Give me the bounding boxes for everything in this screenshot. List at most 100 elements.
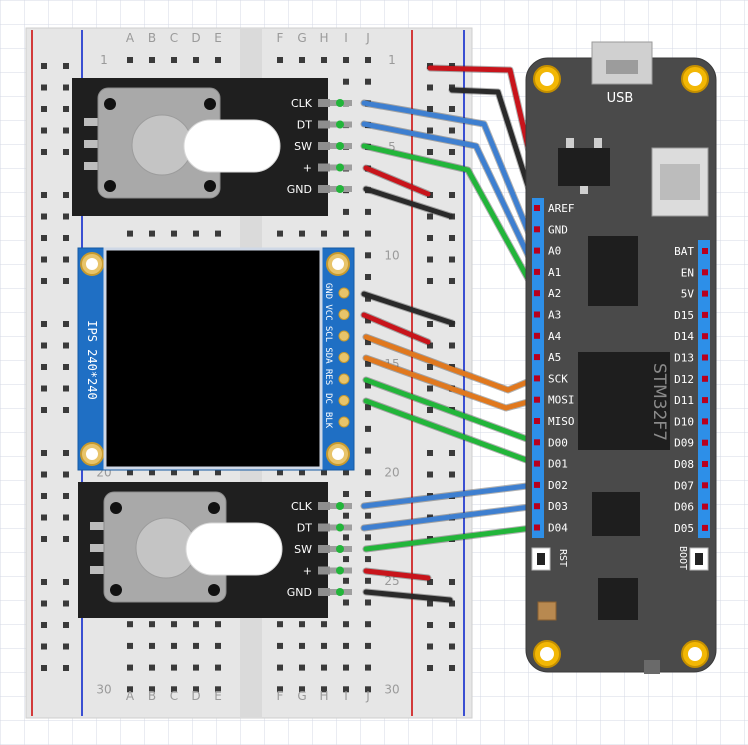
display-label: IPS 240*240: [85, 320, 99, 399]
breadboard-hole: [343, 556, 349, 563]
breadboard-hole: [299, 686, 305, 693]
breadboard-hole: [365, 317, 371, 324]
breadboard-hole: [215, 621, 221, 628]
column-letter: E: [214, 689, 222, 703]
rail-hole: [449, 256, 455, 263]
encoder-top-knob-shaft: [183, 119, 281, 173]
rail-hole: [63, 235, 69, 241]
board-pin-label: D12: [674, 373, 694, 386]
encoder-top-lead: [84, 162, 98, 170]
rail-hole: [427, 471, 433, 478]
breadboard-hole: [365, 230, 371, 237]
breadboard-hole: [171, 621, 177, 628]
breadboard-connection-dot: [336, 502, 344, 510]
display-pin-label: VCC: [323, 304, 333, 320]
board-pin-label: A1: [548, 266, 561, 279]
breadboard-hole: [365, 621, 371, 628]
board-pin: [534, 460, 540, 467]
rail-hole: [449, 579, 455, 585]
board-pin-label: EN: [681, 266, 694, 279]
board-pin-label: D01: [548, 458, 568, 471]
board-pin-label: D13: [674, 352, 694, 365]
mcu-chip: [578, 352, 670, 450]
rail-hole: [63, 407, 69, 413]
board-pin: [534, 354, 540, 361]
encoder-pin: [318, 120, 330, 129]
board-pin: [702, 290, 708, 297]
breadboard-hole: [299, 642, 305, 649]
display-mount-hole-center: [332, 258, 344, 270]
rail-hole: [427, 321, 433, 327]
encoder-pin: [318, 163, 330, 172]
breadboard-hole: [365, 57, 371, 63]
board-pin: [702, 439, 708, 446]
wire-top-sw: [361, 143, 539, 296]
board-pin-label: AREF: [548, 202, 575, 215]
display-pin: [338, 330, 350, 342]
column-letter: E: [214, 31, 222, 45]
row-number: 20: [384, 465, 399, 479]
board-pin: [702, 461, 708, 467]
rail-hole: [427, 213, 433, 220]
rail-hole: [427, 665, 433, 671]
column-letter: C: [170, 689, 178, 703]
rail-hole: [427, 106, 433, 112]
breadboard-hole: [365, 664, 371, 671]
rail-hole: [63, 84, 69, 91]
rail-hole: [63, 63, 69, 69]
board-pin-label: 5V: [681, 288, 695, 301]
display-pin-label: SDA: [323, 347, 333, 364]
column-letter: F: [277, 31, 284, 45]
display-pin: [338, 352, 350, 363]
rail-hole: [427, 407, 433, 413]
column-letter: G: [297, 31, 306, 45]
board-pin: [534, 503, 540, 510]
breadboard-hole: [365, 686, 371, 693]
rail-hole: [41, 407, 47, 413]
breadboard-hole: [343, 469, 349, 476]
breadboard-hole: [343, 664, 349, 671]
rail-hole: [449, 665, 455, 671]
wire-display-gnd: [361, 291, 455, 326]
rail-hole: [41, 665, 47, 671]
board-chip-small: [588, 236, 638, 306]
encoder-bottom-screw: [208, 502, 220, 514]
board-pin-label: D11: [674, 394, 694, 407]
battery-connector-slot: [660, 164, 700, 200]
wire-top-vcc: [363, 165, 431, 197]
breadboard-hole: [365, 556, 371, 563]
display-pin: [338, 309, 350, 320]
rail-hole: [41, 493, 47, 499]
board-pin: [702, 524, 708, 531]
board-pin-label: D02: [548, 479, 568, 492]
breadboard-hole: [299, 230, 305, 237]
rail-hole: [63, 213, 69, 220]
breadboard-hole: [365, 404, 371, 411]
board-pin-label: A3: [548, 309, 561, 322]
breadboard-connection-dot: [336, 99, 344, 107]
breadboard-hole: [299, 469, 305, 476]
breadboard-hole: [127, 230, 133, 237]
board-pin: [534, 311, 540, 318]
column-letter: I: [344, 689, 348, 703]
rail-hole: [41, 149, 47, 155]
rail-hole: [63, 450, 69, 456]
board-pin: [534, 290, 540, 297]
breadboard-hole: [171, 642, 177, 649]
breadboard-hole: [321, 642, 327, 649]
rail-hole: [449, 643, 455, 650]
rail-hole: [63, 643, 69, 650]
board-mount-hole-center: [688, 647, 702, 661]
board-pin: [702, 482, 708, 489]
breadboard-hole: [365, 447, 371, 454]
breadboard-hole: [365, 534, 371, 541]
board-pin: [702, 248, 708, 254]
column-letter: F: [277, 689, 284, 703]
encoder-pin-label: CLK: [291, 500, 313, 513]
breadboard-hole: [127, 469, 133, 476]
rail-hole: [41, 471, 47, 478]
rail-hole: [41, 364, 47, 370]
